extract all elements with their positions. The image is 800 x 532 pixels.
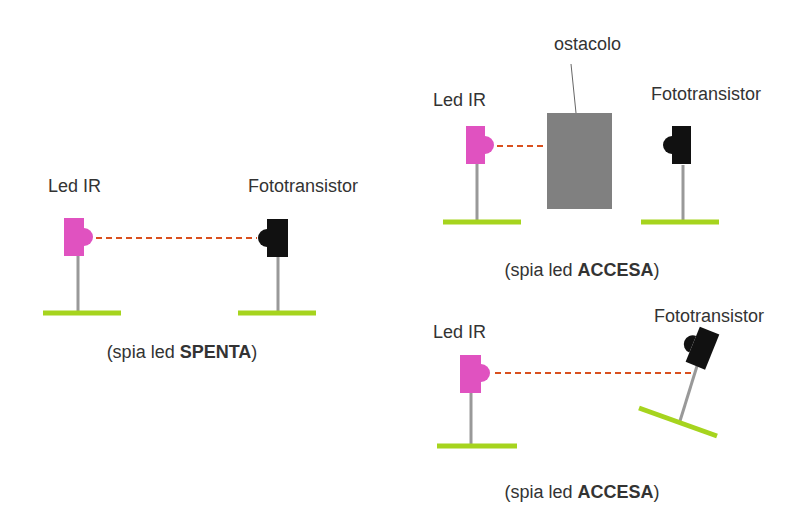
part-label: Fototransistor: [654, 306, 764, 328]
part-label: Led IR: [48, 176, 101, 198]
status-caption: (spia led ACCESA): [504, 482, 659, 504]
part-label: Fototransistor: [248, 176, 358, 198]
status-caption: (spia led ACCESA): [504, 260, 659, 282]
part-label: ostacolo: [554, 34, 621, 56]
part-label: Led IR: [433, 90, 486, 112]
part-label: Led IR: [433, 322, 486, 344]
scene-off: [43, 218, 316, 313]
status-caption: (spia led SPENTA): [107, 342, 258, 364]
part-label: Fototransistor: [651, 84, 761, 106]
